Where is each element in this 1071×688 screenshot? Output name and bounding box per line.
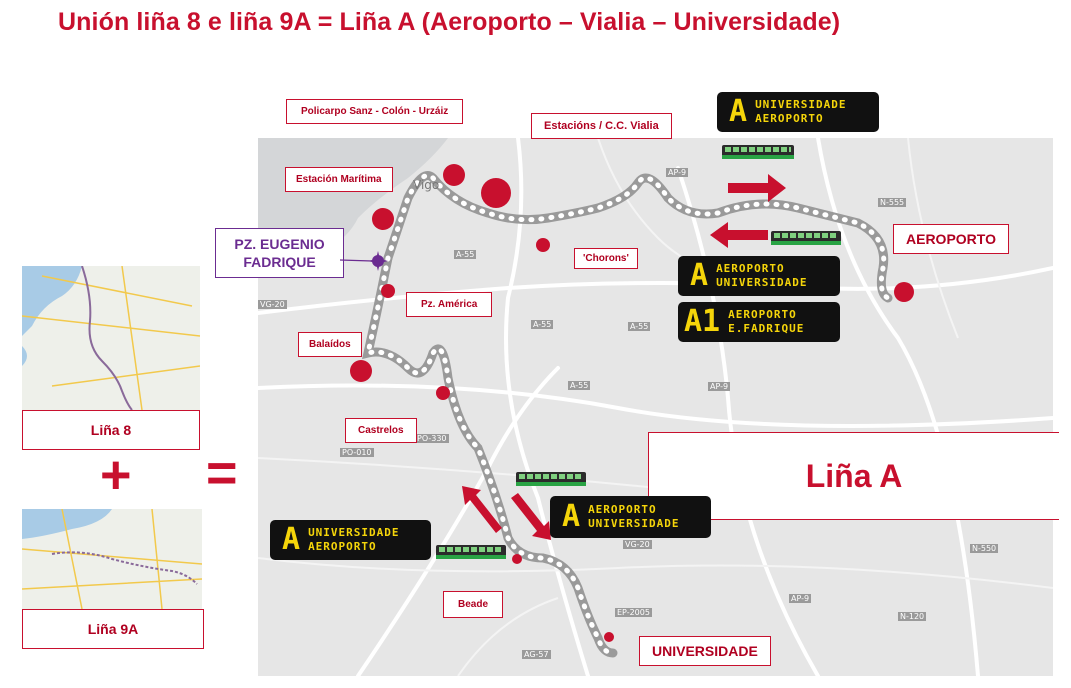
map-label-n550: N-550 bbox=[970, 544, 999, 553]
sign-aero-a1-line2: E.FADRIQUE bbox=[728, 322, 805, 335]
plus-sign: + bbox=[100, 445, 132, 505]
sign-aero-a: A AEROPORTO UNIVERSIDADE bbox=[678, 256, 840, 296]
bus-icon-south-right bbox=[516, 472, 586, 486]
line9a-label: Liña 9A bbox=[22, 609, 204, 649]
stop-chorons: 'Chorons' bbox=[574, 248, 638, 269]
stop-balaidos: Balaídos bbox=[298, 332, 362, 357]
map-label-a55-2: A-55 bbox=[531, 320, 554, 329]
map-label-po010: PO-010 bbox=[340, 448, 374, 457]
eugenio-leader-line bbox=[340, 259, 373, 262]
map-label-vigo: Vigo bbox=[413, 178, 440, 192]
sign-south-right-code: A bbox=[562, 499, 581, 534]
sign-aero-a1-line1: AEROPORTO bbox=[728, 308, 797, 321]
sign-south-right-line2: UNIVERSIDADE bbox=[588, 517, 680, 530]
map-label-vg20-2: VG-20 bbox=[623, 540, 652, 549]
sign-south-left-line1: UNIVERSIDADE bbox=[308, 526, 400, 539]
stop-castrelos: Castrelos bbox=[345, 418, 417, 443]
map-label-a55-3: A-55 bbox=[628, 322, 651, 331]
map-label-n120: N-120 bbox=[898, 612, 927, 621]
sign-aero-a-line2: UNIVERSIDADE bbox=[716, 276, 808, 289]
sign-aero-a-code: A bbox=[690, 258, 709, 293]
stop-america: Pz. América bbox=[406, 292, 493, 317]
line8-label: Liña 8 bbox=[22, 410, 200, 450]
sign-top-line2: AEROPORTO bbox=[755, 112, 824, 125]
map-label-po330: PO-330 bbox=[415, 434, 449, 443]
stop-universidade: UNIVERSIDADE bbox=[639, 636, 771, 666]
sign-aero-a-line1: AEROPORTO bbox=[716, 262, 785, 275]
stop-aeroporto: AEROPORTO bbox=[893, 224, 1009, 254]
page-title: Unión liña 8 e liña 9A = Liña A (Aeropor… bbox=[58, 8, 841, 36]
sign-aero-a1-code: A1 bbox=[684, 304, 721, 339]
sign-south-right: A AEROPORTO UNIVERSIDADE bbox=[550, 496, 711, 538]
stop-beade: Beade bbox=[443, 591, 504, 618]
sign-south-right-line1: AEROPORTO bbox=[588, 503, 657, 516]
map-label-ep2005: EP-2005 bbox=[615, 608, 652, 617]
map-label-vg20-1: VG-20 bbox=[258, 300, 287, 309]
bus-icon-top bbox=[722, 145, 794, 159]
line9a-thumbnail-map bbox=[22, 509, 202, 609]
line8-thumbnail-map bbox=[22, 266, 200, 410]
stop-policarpo: Policarpo Sanz - Colón - Urzáiz bbox=[286, 99, 464, 124]
equals-sign: = bbox=[206, 443, 238, 503]
eugenio-fadrique-label: PZ. EUGENIO FADRIQUE bbox=[215, 228, 344, 278]
sign-south-left-line2: AEROPORTO bbox=[308, 540, 377, 553]
map-label-ap9-3: AP-9 bbox=[789, 594, 812, 603]
sign-top-line1: UNIVERSIDADE bbox=[755, 98, 847, 111]
map-label-ag57: AG-57 bbox=[522, 650, 551, 659]
map-label-ap9: AP-9 bbox=[666, 168, 689, 177]
bus-icon-south-left bbox=[436, 545, 506, 559]
stop-estacions: Estacións / C.C. Vialia bbox=[531, 113, 672, 139]
sign-south-left-code: A bbox=[282, 522, 301, 557]
sign-top: A UNIVERSIDADE AEROPORTO bbox=[717, 92, 879, 132]
stop-maritima: Estación Marítima bbox=[285, 167, 393, 192]
map-label-a55-1: A-55 bbox=[454, 250, 477, 259]
map-label-a55-4: A-55 bbox=[568, 381, 591, 390]
map-label-ap9-2: AP-9 bbox=[708, 382, 731, 391]
bus-icon-aero bbox=[771, 231, 841, 245]
sign-top-code: A bbox=[729, 94, 748, 129]
map-label-n555: N-555 bbox=[878, 198, 907, 207]
result-line-label: Liña A bbox=[648, 432, 1059, 520]
sign-south-left: A UNIVERSIDADE AEROPORTO bbox=[270, 520, 431, 560]
route-map: Vigo AP-9 N-555 A-55 A-55 A-55 A-55 VG-2… bbox=[258, 138, 1053, 676]
sign-aero-a1: A1 AEROPORTO E.FADRIQUE bbox=[678, 302, 840, 342]
